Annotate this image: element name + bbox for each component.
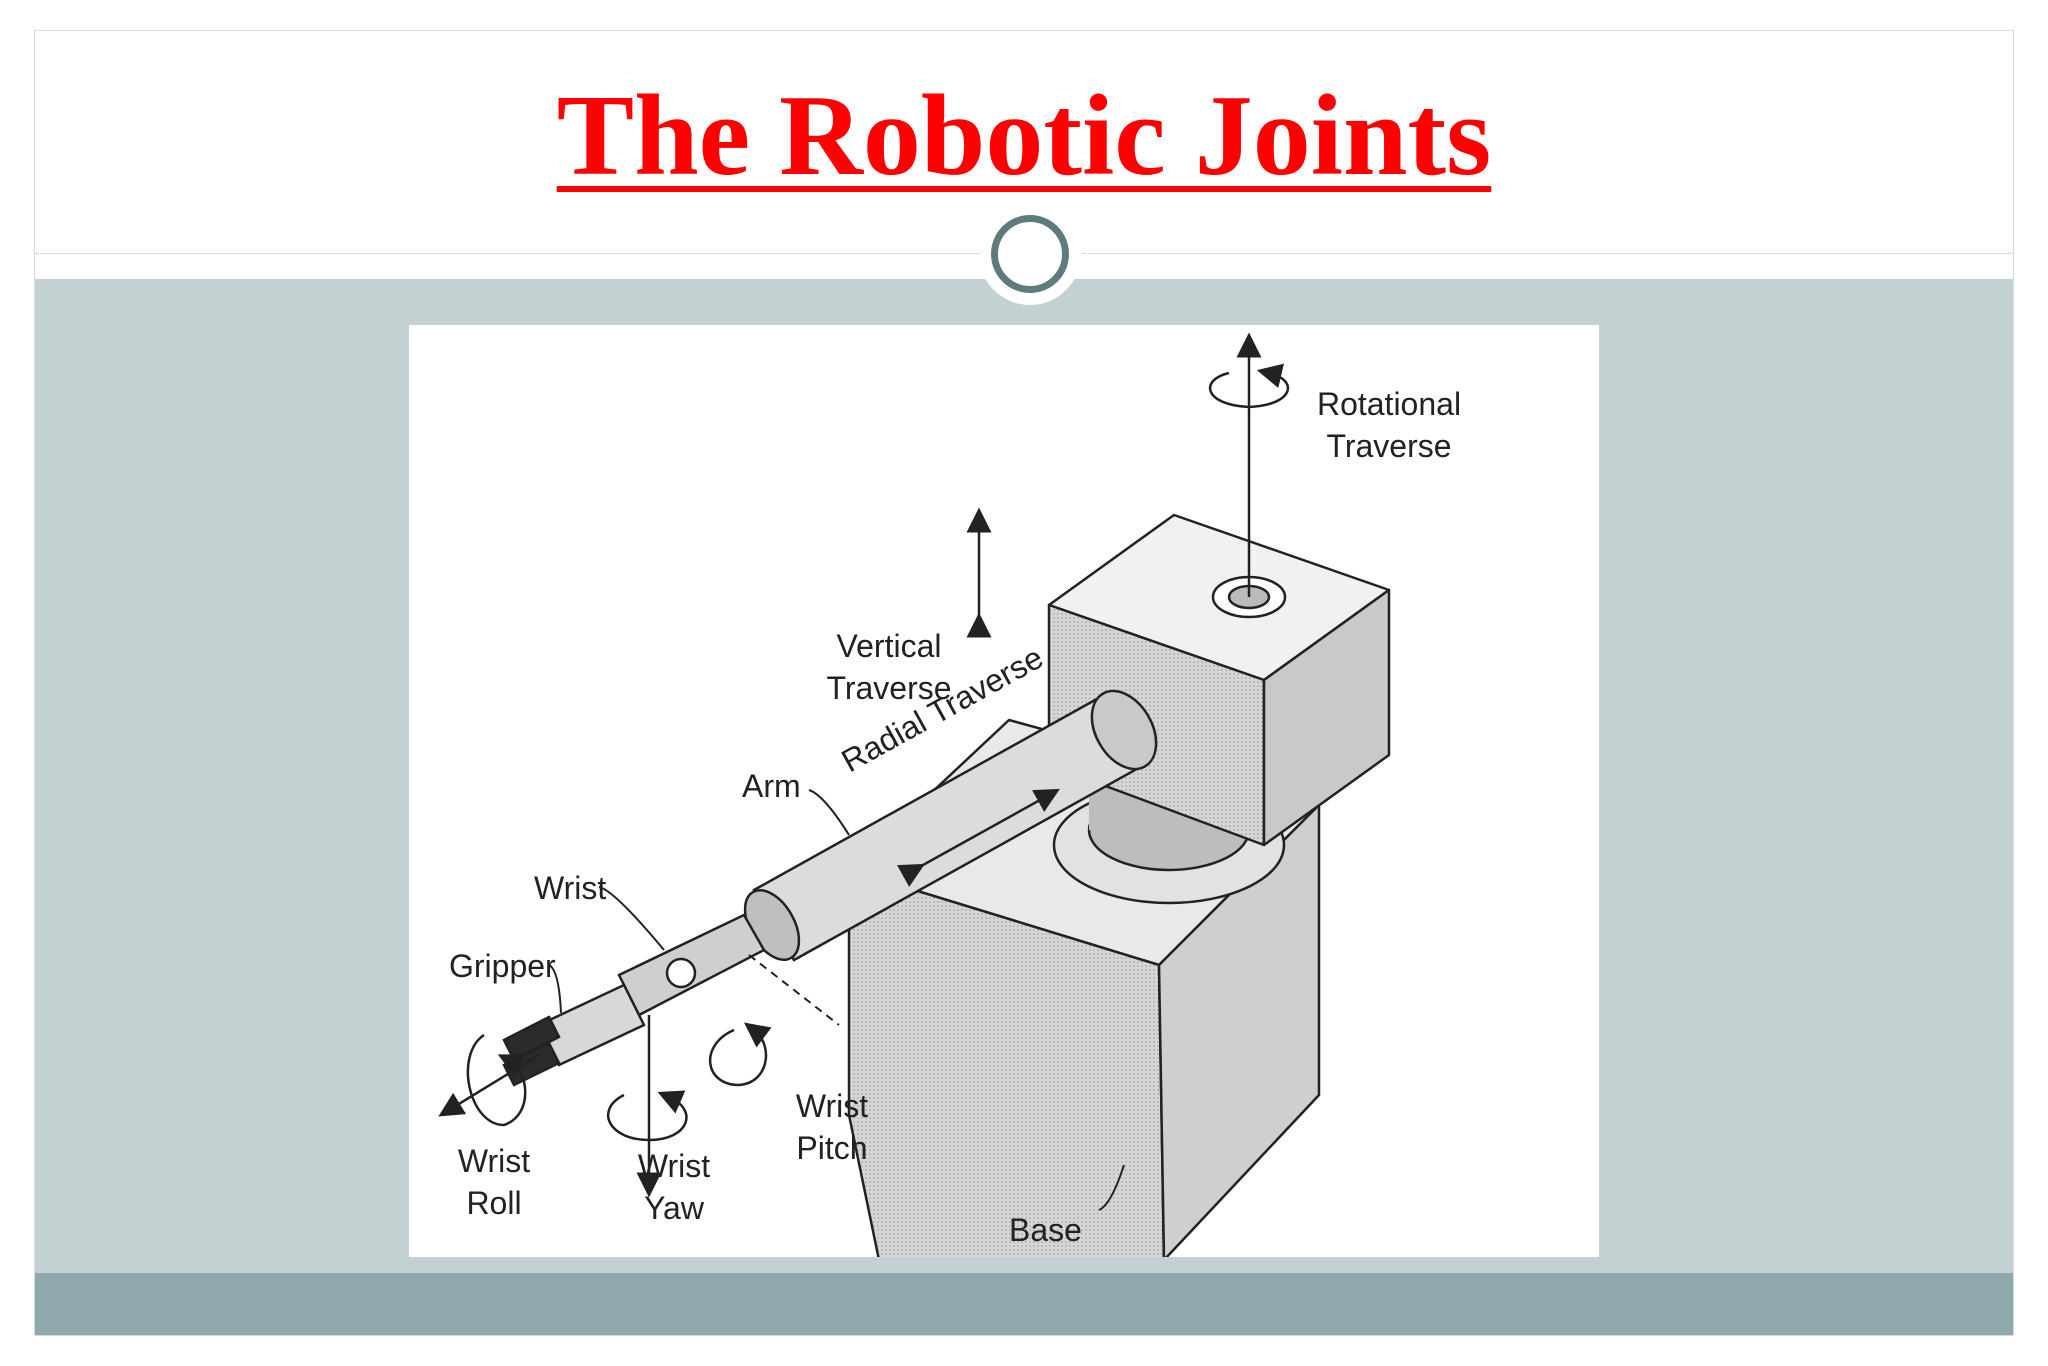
label-wrist-yaw-line1: Wrist xyxy=(637,1148,711,1184)
label-wrist-roll-line2: Roll xyxy=(466,1185,522,1221)
wrist-assembly xyxy=(502,913,766,1087)
label-wrist-roll: Wrist Roll xyxy=(439,1140,549,1224)
label-wrist-pitch: Wrist Pitch xyxy=(777,1085,887,1169)
slide-title: The Robotic Joints xyxy=(556,72,1492,200)
label-vertical-line1: Vertical xyxy=(836,628,942,664)
label-wrist-pitch-line2: Pitch xyxy=(796,1130,868,1166)
label-wrist-roll-line1: Wrist xyxy=(457,1143,531,1179)
robot-illustration xyxy=(438,332,1391,1257)
label-wrist-yaw-line2: Yaw xyxy=(644,1190,704,1226)
footer-band xyxy=(35,1273,2013,1335)
label-rotational-line2: Traverse xyxy=(1326,428,1452,464)
label-wrist-pitch-line1: Wrist xyxy=(795,1088,869,1124)
slide: The Robotic Joints xyxy=(34,30,2014,1336)
label-rotational-line1: Rotational xyxy=(1316,386,1462,422)
label-arm: Arm xyxy=(742,768,801,804)
label-gripper: Gripper xyxy=(449,948,556,984)
label-vertical-traverse: Vertical Traverse xyxy=(814,625,964,709)
robot-joints-diagram: Rotational Traverse Vertical Traverse Ra… xyxy=(409,325,1599,1257)
label-rotational-traverse: Rotational Traverse xyxy=(1309,383,1469,467)
divider-circle-icon xyxy=(979,203,1081,305)
label-base: Base xyxy=(1009,1212,1082,1248)
label-wrist: Wrist xyxy=(534,870,607,906)
label-vertical-line2: Traverse xyxy=(826,670,952,706)
label-wrist-yaw: Wrist Yaw xyxy=(619,1145,729,1229)
